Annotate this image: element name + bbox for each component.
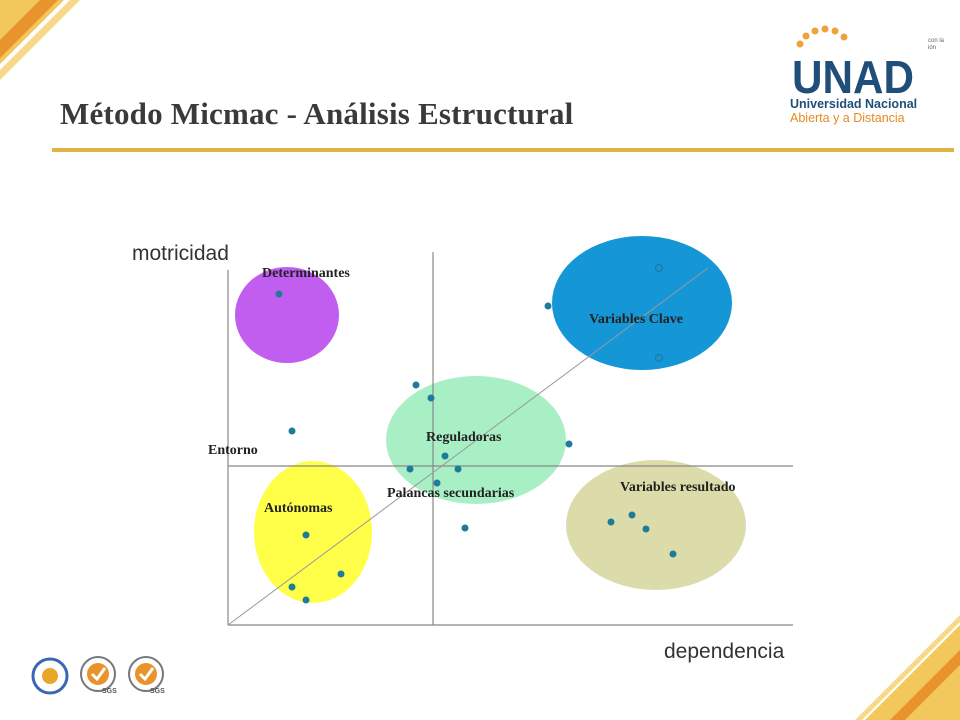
environment-label: Entorno xyxy=(208,443,258,458)
corner-stripes-top-left xyxy=(0,0,80,80)
variable-point xyxy=(275,290,283,298)
variable-point xyxy=(302,596,310,604)
variable-point xyxy=(433,479,441,487)
variable-point xyxy=(654,353,664,363)
unad-logo: UNAD xyxy=(792,25,914,103)
zone-determinantes xyxy=(235,267,339,363)
variable-point xyxy=(628,511,636,519)
variable-point xyxy=(669,550,677,558)
zone-label-variables-resultado: Variables resultado xyxy=(620,480,736,495)
logo-university-subtitle: Abierta y a Distancia xyxy=(790,111,905,125)
variable-point xyxy=(607,518,615,526)
variable-point xyxy=(427,394,435,402)
corner-stripes-bottom-right xyxy=(855,615,960,720)
zone-label-autonomas: Autónomas xyxy=(264,501,333,516)
zone-autonomas xyxy=(254,461,372,603)
variable-point xyxy=(288,583,296,591)
variable-points xyxy=(275,263,677,604)
variable-point xyxy=(412,381,420,389)
zone-label-variables-clave: Variables Clave xyxy=(589,312,683,327)
variable-point xyxy=(406,465,414,473)
cert-label: SGS xyxy=(150,688,165,695)
zone-variables-clave xyxy=(552,236,732,370)
logo-university-name: Universidad Nacional xyxy=(790,97,918,111)
variable-point xyxy=(302,531,310,539)
logo-side-text: con la ión xyxy=(928,38,945,51)
variable-point xyxy=(337,570,345,578)
x-axis-label: dependencia xyxy=(664,640,785,663)
zone-label-reguladoras: Reguladoras xyxy=(426,430,502,445)
variable-point xyxy=(441,452,449,460)
diagonal-line xyxy=(227,267,709,626)
y-axis-label: motricidad xyxy=(132,242,229,265)
title-underline xyxy=(52,148,954,152)
logo-wordmark: UNAD xyxy=(792,51,914,103)
variable-point xyxy=(642,525,650,533)
variable-point xyxy=(288,427,296,435)
variable-point xyxy=(461,524,469,532)
micmac-diagram: motricidad dependencia Entorno Determina… xyxy=(132,236,793,663)
logo-dots-icon xyxy=(796,25,848,48)
variable-point xyxy=(544,302,552,310)
variable-point xyxy=(565,440,573,448)
slide-title: Método Micmac - Análisis Estructural xyxy=(60,96,574,131)
zone-label-palancas: Palancas secundarias xyxy=(387,486,515,501)
variable-point xyxy=(454,465,462,473)
certification-logos xyxy=(31,656,164,695)
variable-point xyxy=(654,263,664,273)
cert-label: SGS xyxy=(102,688,117,695)
zone-variables-resultado xyxy=(566,460,746,590)
zone-label-determinantes: Determinantes xyxy=(262,266,350,281)
